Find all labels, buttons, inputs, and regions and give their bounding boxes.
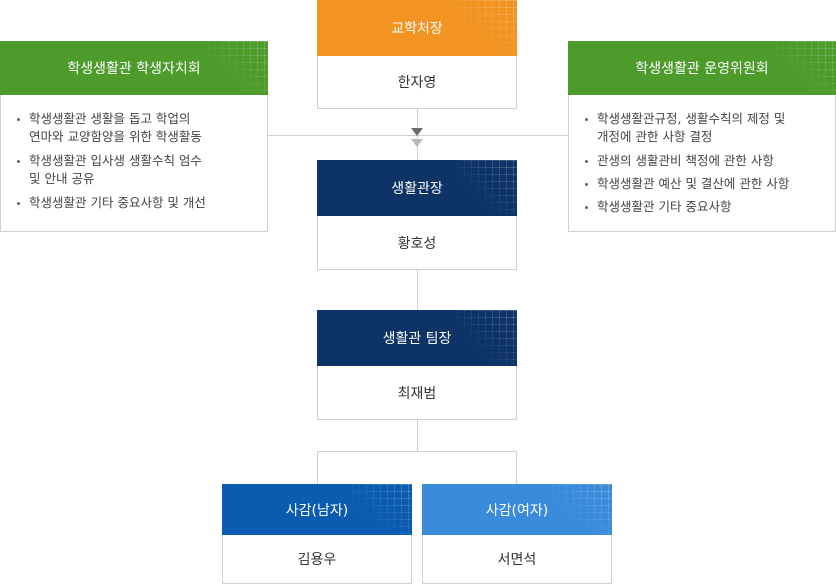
operating-committee-title: 학생생활관 운영위원회 (635, 61, 769, 77)
operating-committee-duties: 학생생활관규정, 생활수칙의 제정 및 개정에 관한 사항 결정 관생의 생활관… (583, 110, 828, 222)
duty-item: 학생생활관 기타 중요사항 및 개선 (15, 194, 260, 212)
duty-item: 관생의 생활관비 책정에 관한 사항 (583, 152, 828, 170)
supervisor-male-title: 사감(남자) (285, 502, 349, 519)
operating-committee-box: 학생생활관 운영위원회 학생생활관규정, 생활수칙의 제정 및 개정에 관한 사… (568, 41, 836, 232)
grid-pattern-decoration (457, 160, 517, 216)
arrow-down-icon (411, 128, 423, 136)
team-leader-header: 생활관 팀장 (317, 310, 517, 366)
dean-title: 교학처장 (391, 21, 443, 37)
director-box: 생활관장 황호성 (317, 160, 517, 270)
supervisor-female-box: 사감(여자) 서면석 (422, 484, 612, 584)
supervisor-female-name: 서면석 (497, 551, 537, 568)
grid-pattern-decoration (208, 41, 268, 95)
connector-teamleader-down (417, 419, 418, 451)
arrow-down-icon (411, 139, 423, 147)
duty-item: 학생생활관 입사생 생활수칙 엄수 및 안내 공유 (15, 152, 260, 188)
duty-item: 학생생활관 기타 중요사항 (583, 198, 828, 216)
operating-committee-header: 학생생활관 운영위원회 (568, 41, 836, 95)
connector-supervisor-male (317, 451, 318, 484)
dean-name: 한자영 (397, 75, 437, 91)
grid-pattern-decoration (457, 310, 517, 366)
supervisor-male-name: 김용우 (297, 551, 337, 568)
grid-pattern-decoration (552, 484, 612, 535)
grid-pattern-decoration (776, 41, 836, 95)
duty-item: 학생생활관 생활을 돕고 학업의 연마와 교양함양을 위한 학생활동 (15, 110, 260, 146)
dean-box: 교학처장 한자영 (317, 0, 517, 109)
director-header: 생활관장 (317, 160, 517, 216)
team-leader-name: 최재범 (397, 385, 437, 402)
student-council-header: 학생생활관 학생자치회 (0, 41, 268, 95)
supervisor-female-header: 사감(여자) (422, 484, 612, 535)
director-title: 생활관장 (391, 181, 443, 197)
director-name: 황호성 (397, 235, 437, 252)
connector-director-teamleader (417, 269, 418, 310)
student-council-box: 학생생활관 학생자치회 학생생활관 생활을 돕고 학업의 연마와 교양함양을 위… (0, 41, 268, 232)
supervisor-male-header: 사감(남자) (222, 484, 412, 535)
supervisor-female-title: 사감(여자) (485, 502, 549, 519)
supervisor-male-box: 사감(남자) 김용우 (222, 484, 412, 584)
team-leader-box: 생활관 팀장 최재범 (317, 310, 517, 420)
connector-supervisors-horizontal (317, 451, 517, 452)
grid-pattern-decoration (352, 484, 412, 535)
student-council-duties: 학생생활관 생활을 돕고 학업의 연마와 교양함양을 위한 학생활동 학생생활관… (15, 110, 260, 218)
dean-header: 교학처장 (317, 0, 517, 56)
connector-supervisor-female (516, 451, 517, 484)
student-council-title: 학생생활관 학생자치회 (67, 61, 201, 77)
grid-pattern-decoration (457, 0, 517, 56)
team-leader-title: 생활관 팀장 (382, 331, 452, 347)
duty-item: 학생생활관규정, 생활수칙의 제정 및 개정에 관한 사항 결정 (583, 110, 828, 146)
duty-item: 학생생활관 예산 및 결산에 관한 사항 (583, 175, 828, 193)
